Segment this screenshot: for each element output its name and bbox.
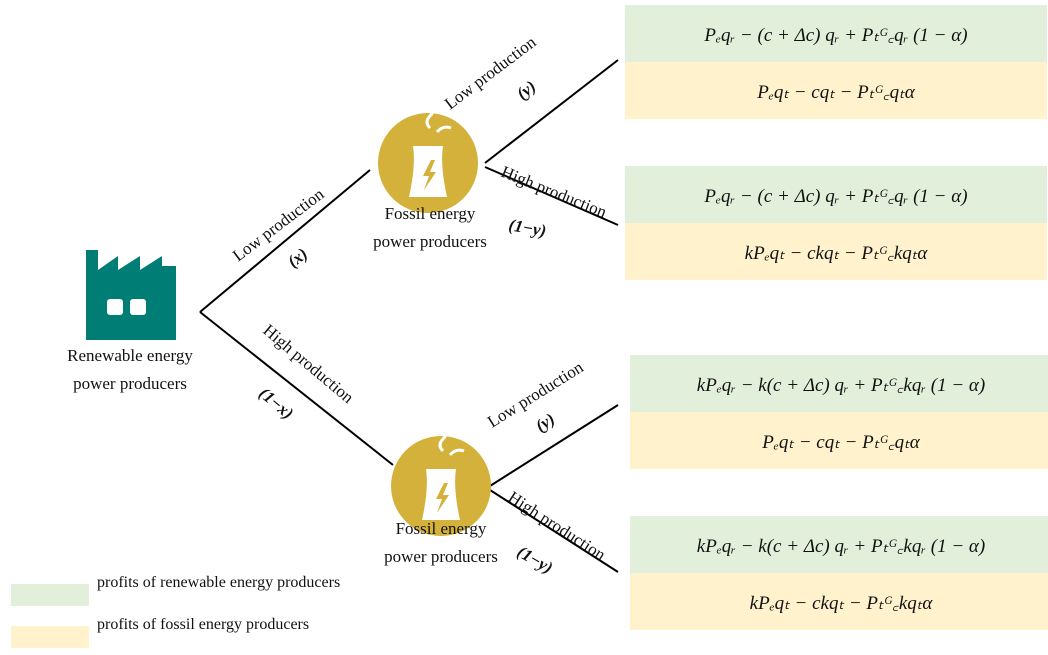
- branch-prob-bottom-low: (y): [532, 409, 558, 435]
- branch-label-top-high: High production: [499, 162, 610, 222]
- root-label-line1: Renewable energy: [67, 346, 193, 365]
- branch-top-low: [484, 59, 619, 164]
- legend-label-fossil: profits of fossil energy producers: [97, 616, 310, 633]
- payoff-box-4: kPₑqᵣ − k(c + Δc) qᵣ + Pₜᴳ꜀kqᵣ (1 − α) k…: [630, 516, 1048, 630]
- legend-label-renewable: profits of renewable energy producers: [97, 574, 341, 591]
- branch-prob-top-high: (1−y): [507, 215, 547, 240]
- power-plant-icon: [391, 425, 491, 536]
- renewable-profit-formula: Pₑqᵣ − (c + Δc) qᵣ + Pₜᴳ꜀qᵣ (1 − α): [625, 166, 1047, 223]
- fossil-profit-formula: kPₑqₜ − ckqₜ − Pₜᴳ꜀kqₜα: [625, 223, 1047, 280]
- branch-prob-root-low: (x): [284, 244, 311, 271]
- top-label-line1: Fossil energy: [384, 204, 476, 223]
- branch-prob-top-low: (y): [513, 77, 540, 104]
- branch-label-root-low: Low production: [229, 184, 328, 265]
- fossil-profit-formula: Pₑqₜ − cqₜ − Pₜᴳ꜀qₜα: [625, 62, 1047, 119]
- renewable-profit-formula: kPₑqᵣ − k(c + Δc) qᵣ + Pₜᴳ꜀kqᵣ (1 − α): [630, 516, 1048, 573]
- factory-icon: [86, 250, 176, 340]
- legend-swatch-fossil: [11, 626, 89, 648]
- top-node-label: Fossil energy power producers: [350, 200, 510, 256]
- root-label-line2: power producers: [73, 374, 187, 393]
- payoff-box-3: kPₑqᵣ − k(c + Δc) qᵣ + Pₜᴳ꜀kqᵣ (1 − α) P…: [630, 355, 1048, 469]
- renewable-profit-formula: Pₑqᵣ − (c + Δc) qᵣ + Pₜᴳ꜀qᵣ (1 − α): [625, 5, 1047, 62]
- fossil-profit-formula: Pₑqₜ − cqₜ − Pₜᴳ꜀qₜα: [630, 412, 1048, 469]
- top-label-line2: power producers: [373, 232, 487, 251]
- bottom-node-label: Fossil energy power producers: [361, 515, 521, 571]
- root-node-label: Renewable energy power producers: [50, 342, 210, 398]
- power-plant-icon: [378, 102, 478, 213]
- renewable-profit-formula: kPₑqᵣ − k(c + Δc) qᵣ + Pₜᴳ꜀kqᵣ (1 − α): [630, 355, 1048, 412]
- fossil-profit-formula: kPₑqₜ − ckqₜ − Pₜᴳ꜀kqₜα: [630, 573, 1048, 630]
- branch-bottom-high: [489, 489, 619, 573]
- payoff-box-1: Pₑqᵣ − (c + Δc) qᵣ + Pₜᴳ꜀qᵣ (1 − α) Pₑqₜ…: [625, 5, 1047, 119]
- bottom-label-line2: power producers: [384, 547, 498, 566]
- payoff-box-2: Pₑqᵣ − (c + Δc) qᵣ + Pₜᴳ꜀qᵣ (1 − α) kPₑq…: [625, 166, 1047, 280]
- bottom-label-line1: Fossil energy: [395, 519, 487, 538]
- branch-root-low: [199, 169, 371, 313]
- branch-root-high: [199, 311, 394, 466]
- branch-bottom-low: [489, 404, 619, 487]
- branch-prob-root-high: (1−x): [255, 384, 297, 423]
- legend-swatch-renewable: [11, 584, 89, 606]
- branch-top-high: [484, 166, 619, 226]
